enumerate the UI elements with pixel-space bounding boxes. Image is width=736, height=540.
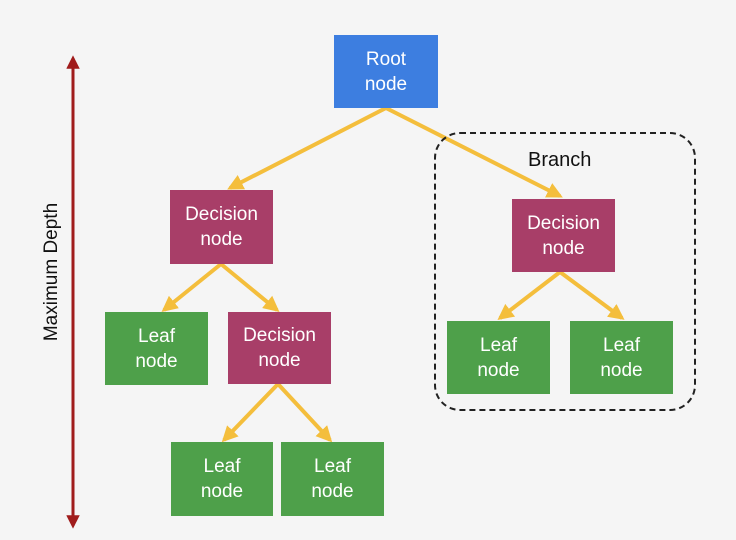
leaf-node-bottom-left: Leaf node	[171, 442, 273, 516]
edge-root-to-decision-left	[227, 106, 387, 190]
edge-decision-mid-to-leaf-bottom-left	[221, 382, 280, 443]
branch-label: Branch	[528, 149, 592, 171]
leaf-node-left: Leaf node	[105, 312, 208, 385]
edge-decision-mid-to-leaf-bottom-right	[276, 382, 333, 443]
branch-region	[434, 132, 696, 411]
edge-decision-right-to-leaf-branch-left	[497, 270, 562, 320]
root-node: Root node	[334, 35, 438, 108]
edge-decision-right-to-leaf-branch-right	[558, 270, 625, 320]
edge-root-to-decision-right	[385, 106, 563, 198]
decision-node-branch: Decision node	[512, 199, 615, 272]
leaf-node-bottom-right: Leaf node	[281, 442, 384, 516]
maximum-depth-label: Maximum Depth	[41, 202, 62, 342]
decision-node-left: Decision node	[170, 190, 273, 264]
decision-node-middle: Decision node	[228, 312, 331, 384]
edge-decision-left-to-decision-mid	[219, 262, 280, 313]
edge-decision-left-to-leaf-left	[161, 262, 223, 313]
leaf-node-branch-left: Leaf node	[447, 321, 550, 394]
leaf-node-branch-right: Leaf node	[570, 321, 673, 394]
